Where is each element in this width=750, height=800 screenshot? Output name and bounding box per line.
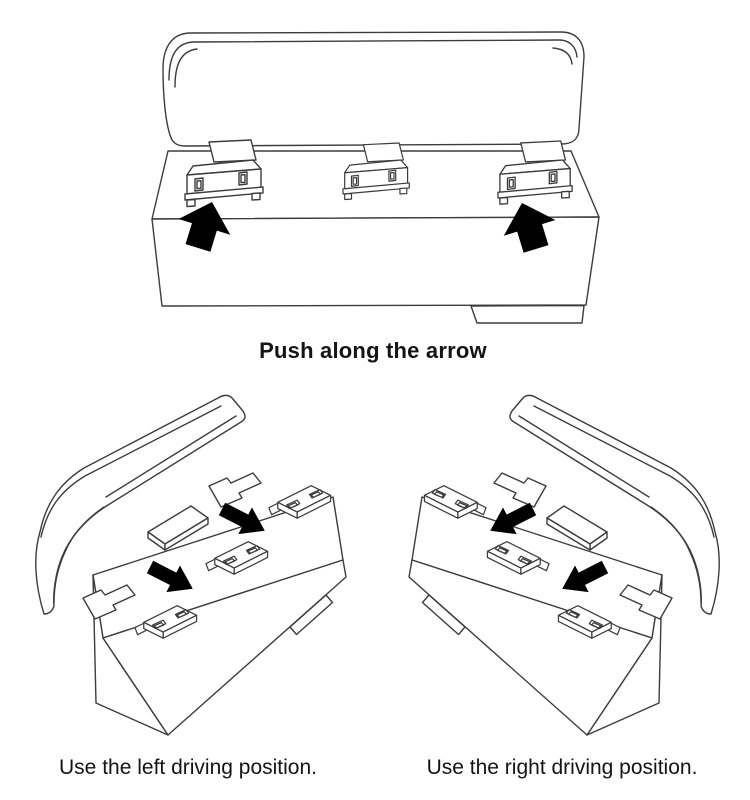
push-up-arrow-icon	[503, 203, 556, 253]
push-up-arrow-icon	[178, 202, 231, 252]
backrest	[162, 31, 585, 147]
caption-right-driving-position: Use the right driving position.	[426, 756, 698, 779]
caption-left-driving-position: Use the left driving position.	[59, 756, 317, 779]
seat-foot	[470, 304, 585, 324]
figure-bottom-left-bench	[36, 395, 346, 735]
caption-push-along-arrow: Push along the arrow	[259, 338, 487, 363]
figure-bottom-right-bench	[409, 395, 719, 735]
figure-top-bench	[151, 31, 600, 324]
